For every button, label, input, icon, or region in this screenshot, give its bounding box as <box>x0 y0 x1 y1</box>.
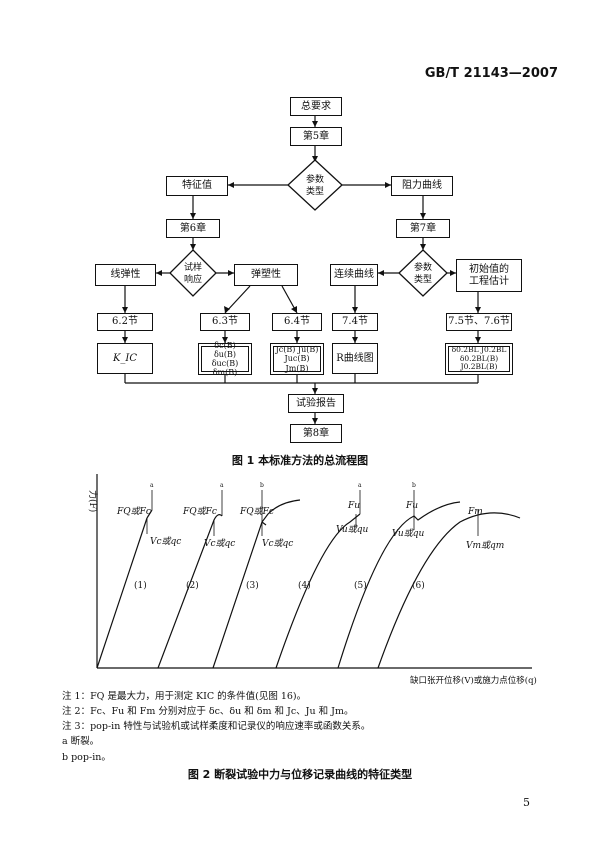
curve-label-5: (5) <box>354 580 367 591</box>
figure-1-caption: 图 1 本标准方法的总流程图 <box>231 454 369 467</box>
force-displacement-chart: 力(F) 缺口张开位移(V)或施力点位移(q) FQ或Fc Vc或qc a FQ… <box>87 474 537 685</box>
footnote-b: b pop-in。 <box>62 752 111 763</box>
note-2: 注 2：Fc、Fu 和 Fm 分别对应于 δc、δu 和 δm 和 Jc、Ju … <box>62 706 354 717</box>
note-3: 注 3：pop-in 特性与试验机或试样柔度和记录仪的响应速率或函数关系。 <box>62 721 371 732</box>
box-7-4: 7.4节 <box>332 313 378 331</box>
box-j-results: Jc(B) Ju(B)Juc(B) Jm(B) <box>270 343 324 375</box>
curve-label-1: (1) <box>134 580 147 591</box>
annotation-force-4: Fu <box>347 501 360 511</box>
box-r-curve: R曲线图 <box>332 343 378 374</box>
box-6-4: 6.4节 <box>272 313 322 331</box>
box-7-5-7-6: 7.5节、7.6节 <box>446 313 512 331</box>
curve-label-4: (4) <box>298 580 311 591</box>
param-type-diamond: 参数 类型 <box>295 174 335 198</box>
diamond-text-line: 类型 <box>305 187 324 197</box>
diamond-text-line: 响应 <box>183 275 202 285</box>
annotation-mark-5: b <box>412 482 416 489</box>
annotation-force-2: FQ或Fc <box>182 506 217 517</box>
curve-label-2: (2) <box>186 580 199 591</box>
curve-2 <box>157 514 223 669</box>
box-linear-elastic: 线弹性 <box>95 264 156 286</box>
box-characteristic: 特征值 <box>166 176 228 196</box>
curve-label-3: (3) <box>246 580 259 591</box>
box-6-2: 6.2节 <box>97 313 153 331</box>
diamond-text-line: 类型 <box>413 275 432 285</box>
standard-number: GB/T 21143—2007 <box>424 66 558 81</box>
annotation-force-5: Fu <box>405 501 418 511</box>
box-delta-results: δc(B) δu(B)δuc(B) δm(B) <box>198 341 252 377</box>
annotation-mark-4: a <box>358 482 362 489</box>
annotation-disp-1: Vc或qc <box>150 536 181 547</box>
annotation-force-1: FQ或Fc <box>116 506 151 517</box>
annotation-disp-5: Vu或qu <box>392 528 424 539</box>
box-ch8: 第8章 <box>290 424 342 443</box>
annotation-disp-2: Vc或qc <box>204 538 235 549</box>
annotation-force-6: Fm <box>467 507 483 517</box>
annotation-mark-3: b <box>260 482 264 489</box>
annotation-mark-2: a <box>220 482 224 489</box>
diamond-text-line: 参数 <box>305 175 324 185</box>
page-number: 5 <box>523 796 530 809</box>
annotation-force-3: FQ或Fc <box>239 506 274 517</box>
diamond-text-line: 试样 <box>183 263 202 273</box>
curve-4 <box>275 513 361 669</box>
box-general: 总要求 <box>290 97 342 116</box>
note-1: 注 1：FQ 是最大力，用于测定 KIC 的条件值(见图 16)。 <box>62 691 307 702</box>
x-axis-label: 缺口张开位移(V)或施力点位移(q) <box>410 675 537 685</box>
box-kic: K_IC <box>97 343 153 374</box>
param-type-diamond-2: 参数 类型 <box>403 262 443 286</box>
flowchart-connectors <box>122 116 481 424</box>
annotation-disp-4: Vu或qu <box>336 524 368 535</box>
specimen-response-diamond: 试样 响应 <box>173 262 213 286</box>
box-resistance: 阻力曲线 <box>391 176 453 196</box>
footnote-a: a 断裂。 <box>62 736 100 747</box>
curve-6 <box>377 512 521 669</box>
annotation-mark-1: a <box>150 482 154 489</box>
figure-2-caption: 图 2 断裂试验中力与位移记录曲线的特征类型 <box>187 768 413 781</box>
y-axis-label: 力(F) <box>87 490 99 512</box>
box-6-3: 6.3节 <box>200 313 250 331</box>
curve-1 <box>96 517 148 669</box>
box-test-report: 试验报告 <box>288 394 344 413</box>
curve-5 <box>337 501 461 669</box>
curve-label-6: (6) <box>412 580 425 591</box>
box-ch7: 第7章 <box>396 219 450 238</box>
box-initial-value: 初始值的工程估计 <box>456 259 522 292</box>
annotation-disp-3: Vc或qc <box>262 538 293 549</box>
curve-3 <box>212 499 301 669</box>
diamond-text-line: 参数 <box>413 263 432 273</box>
box-ch6: 第6章 <box>166 219 220 238</box>
box-elastic-plastic: 弹塑性 <box>234 264 298 286</box>
box-continuous-curve: 连续曲线 <box>330 264 378 286</box>
annotation-disp-6: Vm或qm <box>466 540 504 551</box>
box-ch5: 第5章 <box>290 127 342 146</box>
